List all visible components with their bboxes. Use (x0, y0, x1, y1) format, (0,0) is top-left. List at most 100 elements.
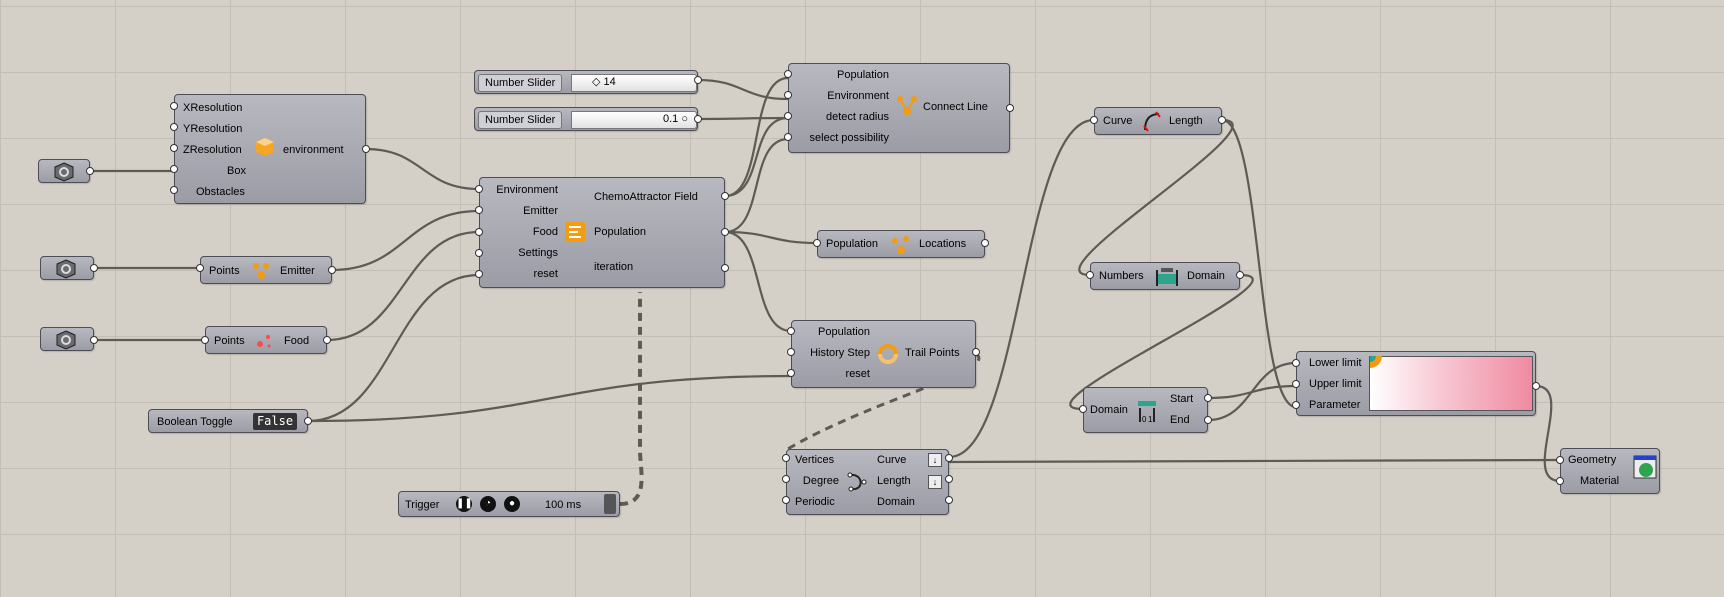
output-domain: Domain (877, 496, 915, 508)
geometry-param-emitter[interactable] (40, 256, 94, 280)
gradient-grip-icon[interactable] (1370, 356, 1382, 368)
wire-port[interactable] (475, 270, 483, 278)
wire-port[interactable] (787, 327, 795, 335)
wire-port[interactable] (475, 249, 483, 257)
output-trail-points: Trail Points (905, 347, 960, 359)
orange-cube-icon (256, 138, 274, 156)
boolean-toggle[interactable]: Boolean Toggle False (148, 409, 308, 433)
input-food: Food (532, 226, 558, 238)
wire-port[interactable] (945, 454, 953, 462)
output-environment: environment (283, 144, 344, 156)
wire-port[interactable] (170, 165, 178, 173)
wire-port[interactable] (784, 91, 792, 99)
interpolate-curve-component[interactable]: Vertices Degree Periodic Curve Length Do… (786, 449, 949, 515)
wire-port[interactable] (475, 206, 483, 214)
input-detect-radius: detect radius (826, 111, 889, 123)
wire-port[interactable] (945, 496, 953, 504)
wire (724, 116, 789, 198)
slider-value: ◇ 14 (592, 76, 616, 88)
wire-port[interactable] (694, 76, 702, 84)
number-slider-14[interactable]: Number Slider ◇ 14 (474, 70, 698, 94)
wire-port[interactable] (694, 115, 702, 123)
wire-port[interactable] (304, 417, 312, 425)
wire-port[interactable] (784, 70, 792, 78)
chemoattractor-component[interactable]: Environment Emitter Food Settings reset … (479, 177, 725, 288)
flatten-icon[interactable]: ↓ (928, 453, 942, 467)
wire-port[interactable] (328, 266, 336, 274)
input-settings: Settings (518, 247, 558, 259)
wire-port[interactable] (196, 264, 204, 272)
wire-port[interactable] (787, 348, 795, 356)
wire-port[interactable] (1236, 271, 1244, 279)
wire-port[interactable] (782, 496, 790, 504)
wire-port[interactable] (972, 348, 980, 356)
wire-port[interactable] (945, 475, 953, 483)
wire-port[interactable] (90, 336, 98, 344)
custom-preview-component[interactable]: Geometry Material (1560, 448, 1660, 494)
wire-port[interactable] (1006, 104, 1014, 112)
wire-port[interactable] (90, 264, 98, 272)
gradient-preview[interactable] (1369, 356, 1533, 411)
toggle-value[interactable]: False (253, 413, 297, 430)
trigger-grip[interactable] (604, 494, 616, 514)
geometry-param-box[interactable] (38, 159, 90, 183)
bounds-component[interactable]: Numbers Domain (1090, 262, 1240, 290)
wire-port[interactable] (475, 185, 483, 193)
gradient-component[interactable]: Lower limit Upper limit Parameter (1296, 351, 1536, 416)
connect-line-component[interactable]: Population Environment detect radius sel… (788, 63, 1010, 153)
wire-port[interactable] (782, 475, 790, 483)
wire (326, 230, 480, 342)
stop-icon[interactable]: ● (504, 496, 520, 512)
wire-port[interactable] (1556, 456, 1564, 464)
wire-port[interactable] (201, 336, 209, 344)
wire-port[interactable] (1204, 416, 1212, 424)
wire-port[interactable] (1204, 394, 1212, 402)
environment-component[interactable]: XResolution YResolution ZResolution Box … (174, 94, 366, 204)
input-xresolution: XResolution (183, 102, 243, 114)
wire-port[interactable] (1218, 116, 1226, 124)
slider-track[interactable]: ◇ 14 (571, 74, 697, 92)
wire-port[interactable] (813, 239, 821, 247)
points-food-component[interactable]: Points Food (205, 326, 327, 354)
wire-port[interactable] (1292, 401, 1300, 409)
output-domain: Domain (1187, 270, 1225, 282)
wire-port[interactable] (721, 264, 729, 272)
wire-port[interactable] (784, 133, 792, 141)
wire-port[interactable] (787, 369, 795, 377)
wire-port[interactable] (362, 145, 370, 153)
wire-port[interactable] (1292, 380, 1300, 388)
wire-port[interactable] (170, 186, 178, 194)
number-slider-0-1[interactable]: Number Slider 0.1 ○ (474, 107, 698, 131)
trigger-component[interactable]: Trigger ❚❚ ◔ ● 100 ms (398, 491, 620, 517)
wire-port[interactable] (981, 239, 989, 247)
wire-port[interactable] (475, 228, 483, 236)
trail-points-component[interactable]: Population History Step reset Trail Poin… (791, 320, 976, 388)
wire-port[interactable] (721, 228, 729, 236)
wire (697, 116, 789, 121)
flatten-icon[interactable]: ↓ (928, 475, 942, 489)
wire-port[interactable] (170, 144, 178, 152)
pause-icon[interactable]: ❚❚ (456, 496, 473, 512)
wire-port[interactable] (1079, 405, 1087, 413)
wire-port[interactable] (86, 167, 94, 175)
points-emitter-component[interactable]: Points Emitter (200, 256, 332, 284)
wire-port[interactable] (170, 102, 178, 110)
slider-track[interactable]: 0.1 ○ (571, 111, 697, 129)
wire-port[interactable] (1292, 359, 1300, 367)
curve-length-component[interactable]: Curve Length (1094, 107, 1222, 135)
locations-component[interactable]: Population Locations (817, 230, 985, 258)
input-yresolution: YResolution (183, 123, 243, 135)
wire-port[interactable] (170, 123, 178, 131)
wire-port[interactable] (1556, 477, 1564, 485)
wire-port[interactable] (1090, 116, 1098, 124)
wire-port[interactable] (784, 112, 792, 120)
wire-port[interactable] (782, 454, 790, 462)
clock-icon[interactable]: ◔ (480, 496, 496, 512)
wire-port[interactable] (1086, 271, 1094, 279)
wire-port[interactable] (1532, 382, 1540, 390)
wire-port[interactable] (323, 336, 331, 344)
geometry-param-food[interactable] (40, 327, 94, 351)
wire-port[interactable] (721, 192, 729, 200)
